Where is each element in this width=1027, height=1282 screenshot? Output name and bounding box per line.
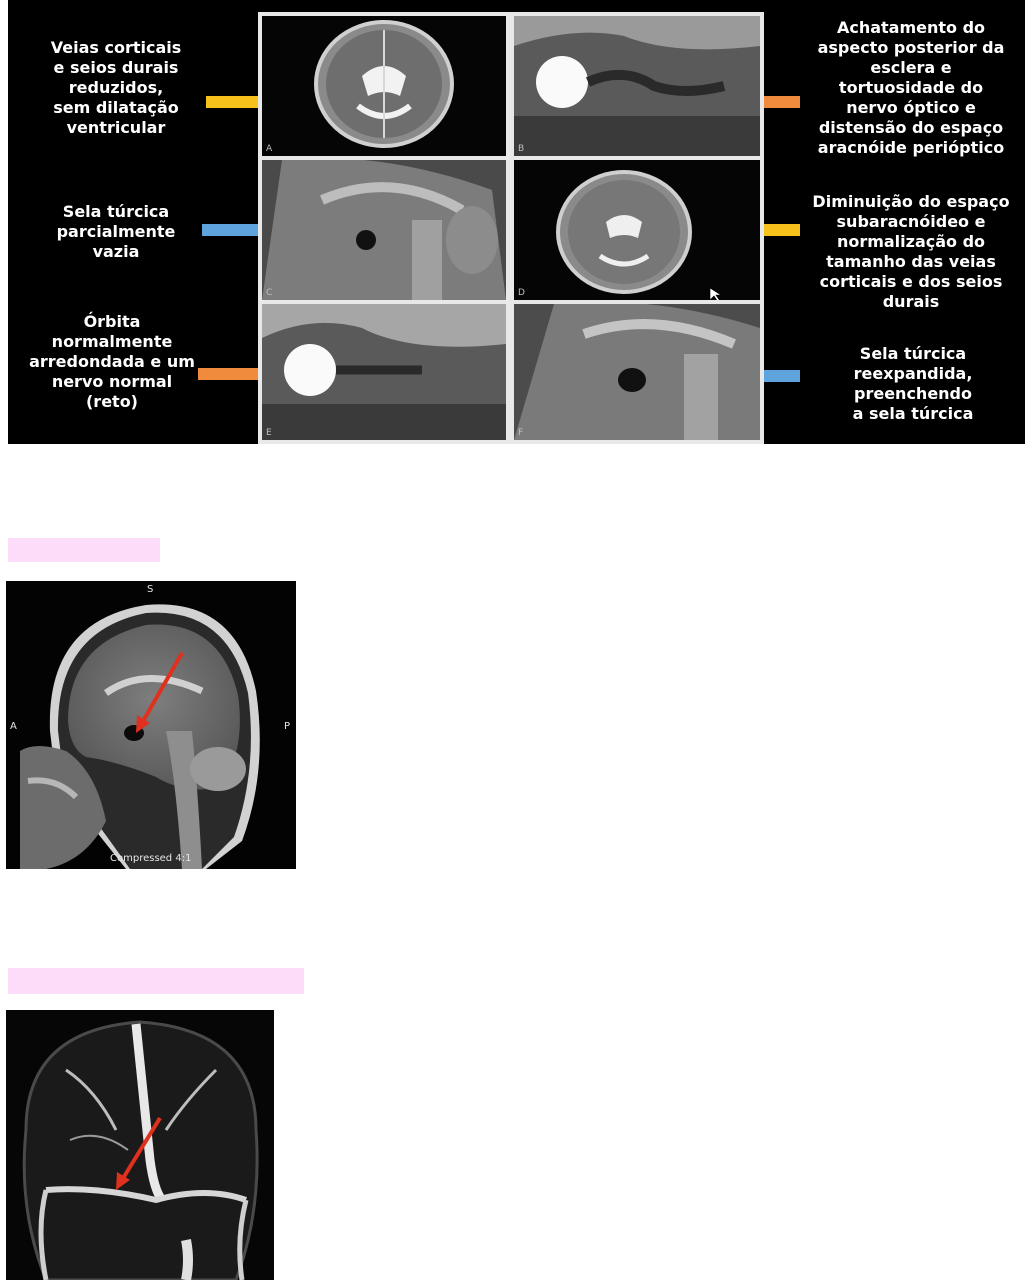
blue-arrow-right-icon <box>202 216 296 244</box>
label-subarachnoid-decrease: Diminuição do espaço subaracnóideo e nor… <box>812 192 1010 311</box>
compression-caption: Compressed 4:1 <box>110 853 192 864</box>
panel-f-sagittal-mri: F <box>514 304 760 440</box>
panel-letter-f: F <box>518 428 524 438</box>
panel-letter-e: E <box>266 428 272 438</box>
panel-a-axial-mri: A <box>262 16 506 156</box>
orientation-marker-posterior: P <box>284 721 291 732</box>
axial-brain-image-d <box>556 170 723 300</box>
label-sclera-flattening: Achatamento do aspecto posterior da escl… <box>817 18 1005 157</box>
venogram-drawing <box>6 1010 274 1280</box>
panel-e-orbit-mri: E <box>262 304 506 440</box>
orientation-marker-anterior: A <box>10 721 17 732</box>
label-cortical-veins: Veias corticais e seios durais reduzidos… <box>50 38 182 137</box>
panel-letter-a: A <box>266 144 273 154</box>
sagittal-mri-image: S A P Compressed 4:1 <box>6 581 296 869</box>
sagittal-mri-drawing <box>6 581 296 869</box>
sagittal-image-c <box>262 160 506 300</box>
panel-c-sagittal-mri: C <box>262 160 506 300</box>
panel-letter-c: C <box>266 288 273 298</box>
orbit-image-e <box>262 304 506 440</box>
orange-arrow-right-icon <box>198 360 292 388</box>
highlight-bar-2 <box>8 968 304 994</box>
sagittal-image-f <box>514 304 760 440</box>
panel-letter-d: D <box>518 288 525 298</box>
orbit-image-b <box>514 16 760 156</box>
panel-b-orbit-mri: B <box>514 16 760 156</box>
venogram-image <box>6 1010 274 1280</box>
mri-panel-grid: A B C <box>258 12 764 444</box>
panel-letter-b: B <box>518 144 525 154</box>
highlight-bar-1 <box>8 538 160 562</box>
comparison-figure: Veias corticais e seios durais reduzidos… <box>8 0 1025 444</box>
panel-d-axial-mri: D <box>514 160 760 300</box>
label-reexpanded-sella: Sela túrcica reexpandida, preenchendo a … <box>852 344 974 423</box>
label-normal-orbit: Órbita normalmente arredondada e um nerv… <box>29 312 195 411</box>
orientation-marker-superior: S <box>147 584 154 595</box>
axial-brain-image <box>314 20 454 148</box>
label-partially-empty-sella: Sela túrcica parcialmente vazia <box>56 202 176 261</box>
